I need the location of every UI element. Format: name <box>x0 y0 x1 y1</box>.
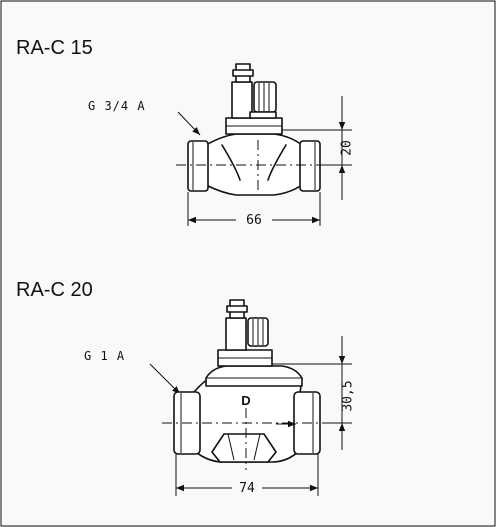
valve-1-thread-label: G 3/4 A <box>88 99 146 113</box>
valve-2-top-flange <box>205 365 303 387</box>
valve-2-thread-leader <box>149 363 181 395</box>
valve-2-height-dimension: 30,5 <box>341 380 356 411</box>
valve-ra-c-20-drawing: RA-C 20 G 1 A D <box>16 279 356 496</box>
valve-2-bottom-seat <box>211 433 277 463</box>
valve-1-right-port <box>299 140 321 192</box>
valve-2-title: RA-C 20 <box>16 279 93 301</box>
valve-1-title: RA-C 15 <box>16 37 93 59</box>
valve-1-knob <box>253 81 277 113</box>
valve-1-width-dimension: 66 <box>246 213 262 228</box>
valve-2-width-dimension: 74 <box>239 481 255 496</box>
valve-2-body-mark: D <box>241 393 250 408</box>
valve-1-height-dimension: 20 <box>340 140 355 156</box>
valve-2-stem-housing <box>225 317 247 351</box>
valve-ra-c-15-drawing: RA-C 15 G 3/4 A 20 <box>16 37 355 228</box>
valve-1-stem-housing <box>231 81 253 119</box>
valve-2-thread-label: G 1 A <box>84 349 125 363</box>
valve-1-left-port <box>187 140 209 192</box>
valve-1-thread-leader <box>177 111 201 136</box>
